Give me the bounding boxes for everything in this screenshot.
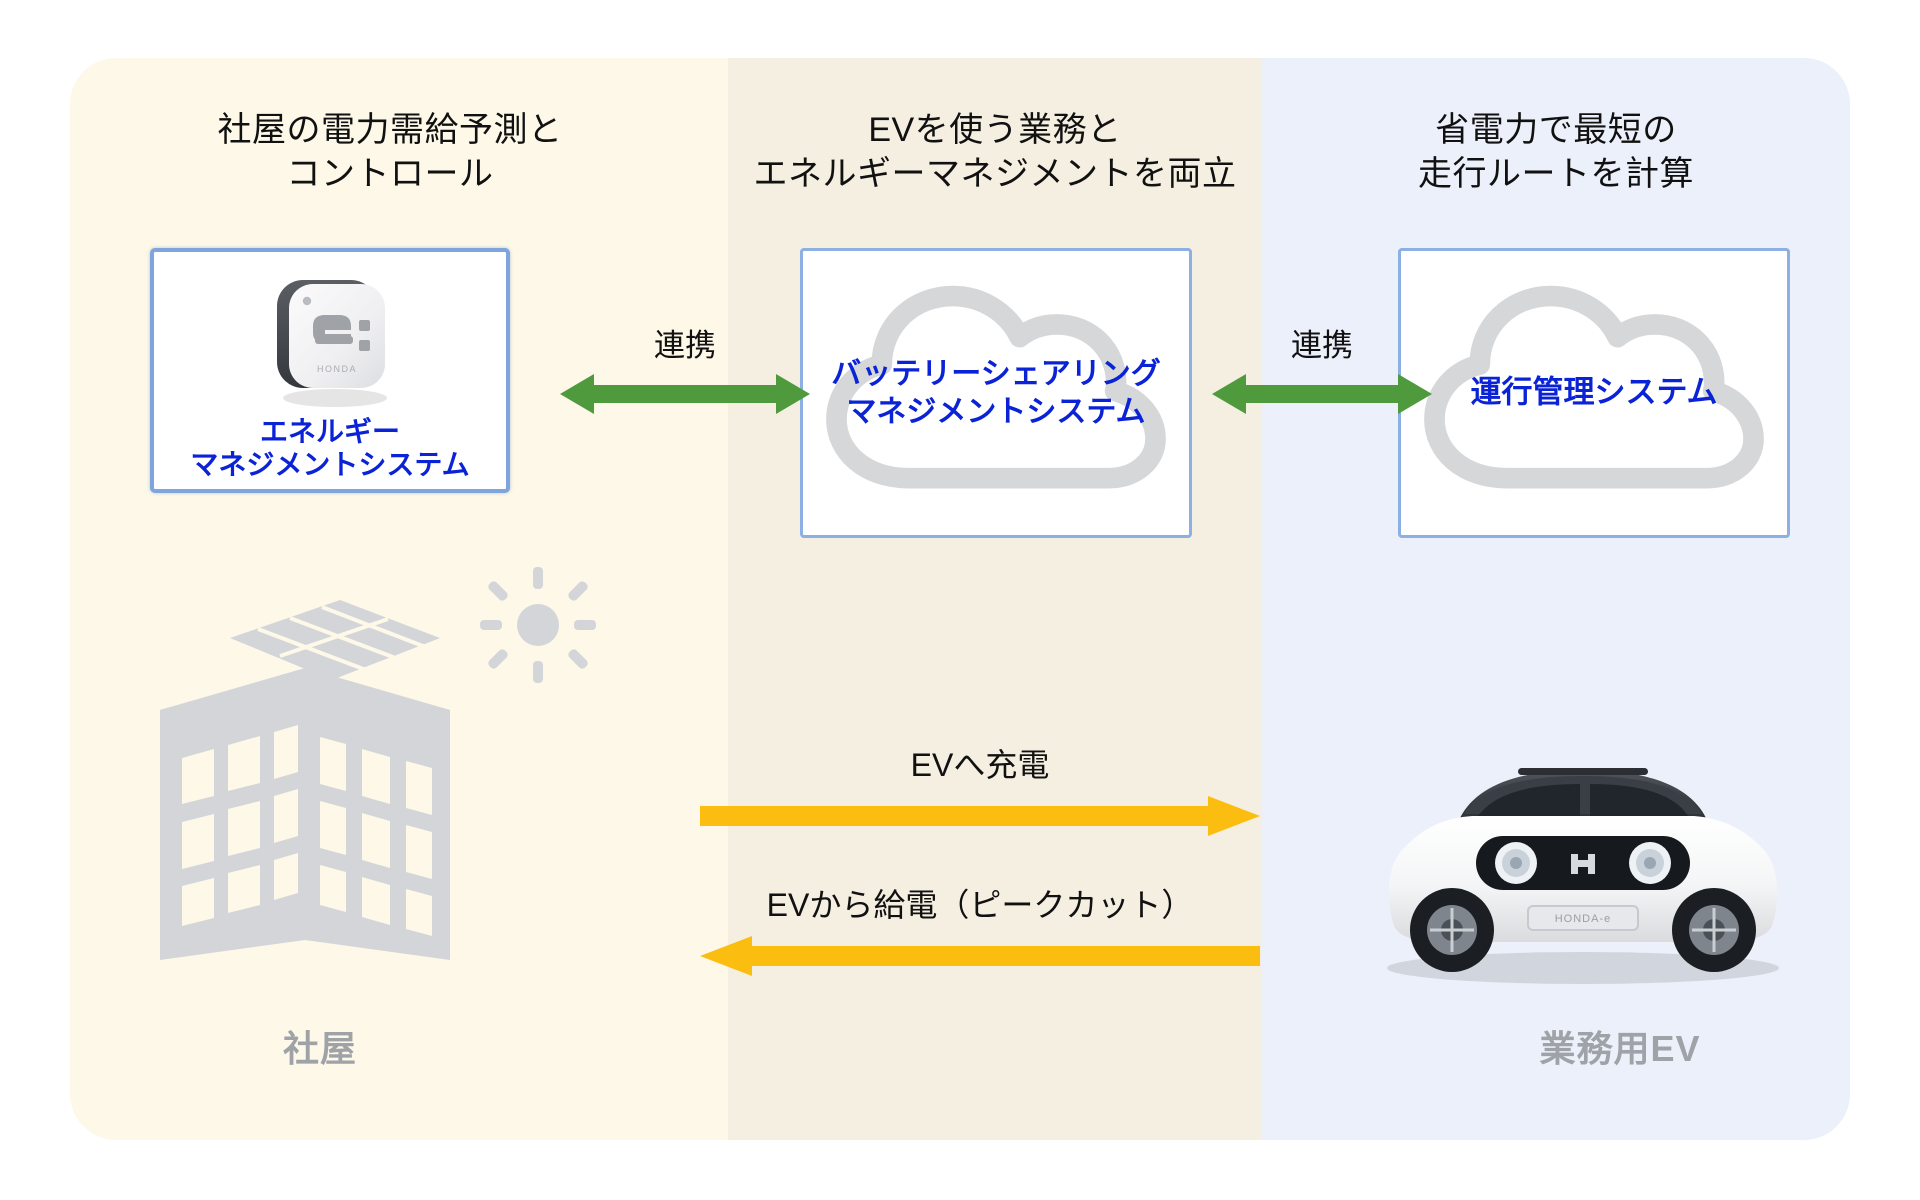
link-label-1: 連携: [654, 328, 716, 363]
svg-text:HONDA-e: HONDA-e: [1555, 913, 1612, 925]
flow-discharge-group: EVから給電（ピークカット）: [700, 880, 1260, 981]
sun-icon: [478, 565, 598, 690]
flow-label-charge: EVへ充電: [910, 747, 1050, 783]
panel-building: [70, 58, 730, 1140]
heading-ev-operations: EVを使う業務と エネルギーマネジメントを両立: [753, 111, 1237, 194]
card-battery-sharing-management-system[interactable]: バッテリーシェアリング マネジメントシステム: [800, 248, 1192, 538]
link-arrow-group-1: 連携: [560, 320, 810, 422]
heading-building: 社屋の電力需給予測と コントロール: [217, 111, 563, 194]
heading-route-calc: 省電力で最短の 走行ルートを計算: [1418, 111, 1694, 194]
cloud-icon: [1424, 285, 1764, 489]
arrow-left-yellow-icon: [700, 936, 1260, 976]
label-building: 社屋: [282, 1028, 357, 1069]
card-label-ems: エネルギー マネジメントシステム: [190, 415, 470, 480]
card-label-oms: 運行管理システム: [1470, 374, 1718, 410]
double-arrow-green-icon: [560, 374, 810, 414]
flow-label-discharge: EVから給電（ピークカット）: [766, 887, 1194, 923]
card-label-bsms: バッテリーシェアリング マネジメントシステム: [831, 357, 1161, 429]
link-arrow-group-2: 連携: [1212, 320, 1432, 422]
cloud-icon: [826, 285, 1166, 489]
card-energy-management-system[interactable]: HONDA エネルギー マネジメントシステム: [150, 248, 510, 493]
flow-charge-group: EVへ充電: [700, 740, 1260, 841]
double-arrow-green-icon: [1212, 374, 1432, 414]
honda-e-car-icon: HONDA-e: [1368, 740, 1798, 995]
svg-text:HONDA: HONDA: [317, 364, 357, 374]
card-operations-management-system[interactable]: 運行管理システム: [1398, 248, 1790, 538]
panel-fleet-management: [1262, 58, 1850, 1140]
honda-e-device-icon: HONDA: [255, 264, 405, 419]
building-silhouette-icon: [140, 560, 470, 985]
link-label-2: 連携: [1291, 328, 1353, 363]
label-business-ev: 業務用EV: [1539, 1028, 1701, 1069]
arrow-right-yellow-icon: [700, 796, 1260, 836]
